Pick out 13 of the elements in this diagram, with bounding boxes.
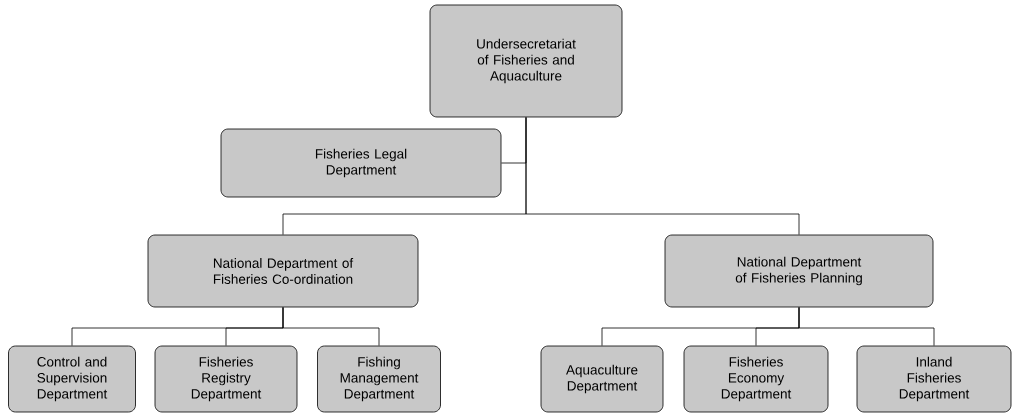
org-box: Undersecretariat of Fisheries and Aquaculture [429,4,623,118]
connector-line [282,307,380,346]
connector-line [798,307,935,346]
connector-line [525,117,800,235]
org-box: Control and Supervision Department [8,345,136,413]
org-box: Aquaculture Department [540,345,664,413]
org-box: National Department of Fisheries Planning [664,234,934,308]
org-box: Inland Fisheries Department [856,345,1012,413]
org-box: Fisheries Registry Department [154,345,298,413]
org-box: National Department of Fisheries Co-ordination [147,234,419,308]
org-box: Fishing Management Department [317,345,441,413]
org-box: Fisheries Economy Department [683,345,829,413]
org-box: Fisheries Legal Department [220,128,502,198]
